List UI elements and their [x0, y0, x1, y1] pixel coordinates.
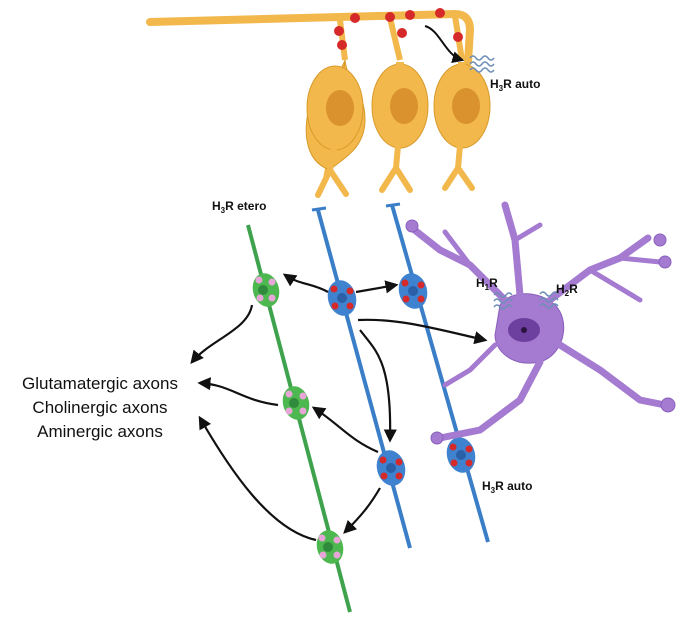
blue-axon-1 [311, 206, 412, 549]
label-cholinergic-axons: Cholinergic axons [32, 398, 168, 417]
histaminergic-neuron-3 [433, 62, 491, 191]
blue-varicosity-2 [376, 450, 406, 486]
arrow-to-h3r-auto-top [424, 25, 465, 64]
label-glutamatergic-axons: Glutamatergic axons [22, 374, 178, 393]
arrow-blue1-to-microglia [357, 318, 488, 345]
arrow-green2-to-label [197, 377, 279, 407]
histaminergic-axon-top [146, 9, 475, 66]
h3r-auto-receptor-top [469, 55, 495, 73]
axon-types-labels: Glutamatergic axons Cholinergic axons Am… [2, 372, 198, 444]
histamine-dots-top [334, 8, 463, 50]
label-h3r-auto-bottom: H3R auto [482, 479, 532, 495]
blue-axon-2 [385, 202, 490, 543]
arrow-blue1-to-blue2 [359, 329, 397, 443]
histaminergic-neuron-1 [305, 59, 366, 198]
green-varicosity-1 [252, 273, 280, 307]
blue-varicosity-3 [398, 273, 428, 309]
arrow-green1-to-label [190, 304, 254, 365]
green-varicosity-2 [282, 386, 310, 420]
arrows [190, 273, 488, 542]
microglia-cell [405, 201, 676, 445]
green-axon [246, 224, 352, 613]
label-aminergic-axons: Aminergic axons [37, 422, 163, 441]
arrow-blue1-to-green1 [282, 273, 329, 293]
arrow-blue2-to-green2 [311, 406, 379, 454]
arrow-blue2-to-green3 [343, 487, 381, 534]
label-h3r-auto-top: H3R auto [490, 77, 540, 93]
label-h3r-etero: H3R etero [212, 199, 266, 215]
h2r-receptor [539, 291, 559, 309]
green-varicosity-3 [316, 530, 344, 564]
blue-varicosity-1 [327, 280, 357, 316]
histaminergic-neuron-2 [371, 62, 429, 193]
label-h1r: H1R [476, 276, 498, 292]
arrow-green3-to-label [198, 415, 317, 542]
blue-varicosity-4 [446, 437, 476, 473]
arrow-blue1-to-blue3 [355, 280, 399, 294]
histaminergic-neurons [305, 59, 491, 198]
h1r-receptor [493, 292, 513, 310]
label-h2r: H2R [556, 282, 578, 298]
